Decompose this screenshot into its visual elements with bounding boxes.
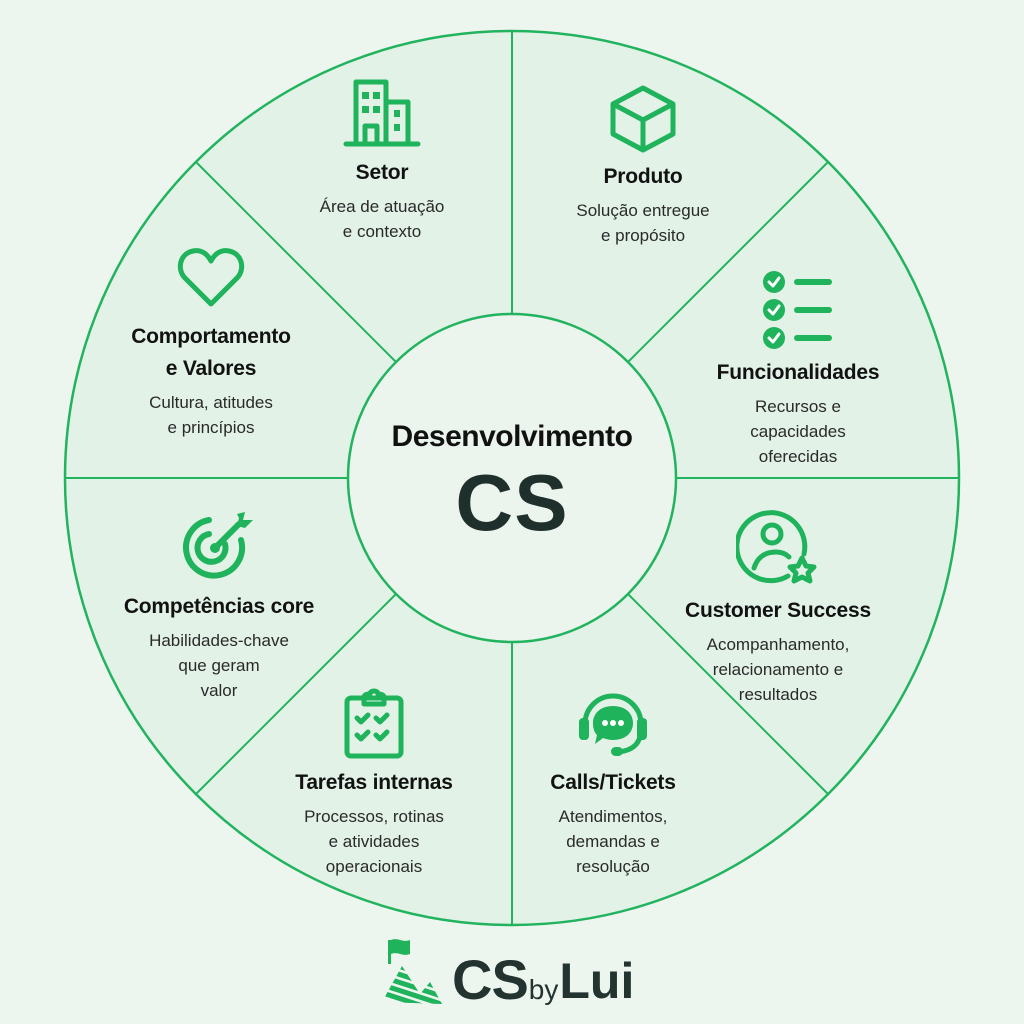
segment-description: Recursos e capacidades oferecidas [678, 394, 918, 469]
segment-tarefas-internas: Tarefas internas Processos, rotinas e at… [254, 688, 494, 879]
segment-title: Tarefas internas [254, 770, 494, 796]
title-line: Setor [355, 161, 409, 184]
desc-line: e princípios [167, 418, 255, 437]
segment-description: Habilidades-chave que geram valor [99, 628, 339, 703]
segment-calls-tickets: Calls/Tickets Atendimentos, demandas e r… [493, 688, 733, 879]
desc-line: oferecidas [758, 447, 838, 466]
title-line: Competências core [123, 595, 315, 618]
segment-competencias-core: Competências core Habilidades-chave que … [99, 508, 339, 703]
desc-line: que geram [178, 656, 260, 675]
desc-line: Acompanhamento, [706, 635, 850, 654]
title-line: Tarefas internas [295, 771, 453, 794]
mountain-flag-icon [382, 939, 442, 1004]
title-line: Calls/Tickets [550, 771, 676, 794]
user-star-icon [736, 510, 817, 584]
segment-description: Atendimentos, demandas e resolução [493, 804, 733, 879]
title-line: Funcionalidades [716, 361, 880, 384]
segment-title: Calls/Tickets [493, 770, 733, 796]
center-circle [346, 312, 678, 644]
target-icon [183, 512, 253, 579]
desc-line: resultados [738, 685, 818, 704]
brand-name-lui: Lui [559, 953, 635, 1009]
segment-description: Cultura, atitudes e princípios [91, 390, 331, 440]
desc-line: Habilidades-chave [149, 631, 289, 650]
segment-customer-success: Customer Success Acompanhamento, relacio… [658, 508, 898, 707]
desc-line: Processos, rotinas [304, 807, 444, 826]
center-label: Desenvolvimento CS [362, 420, 662, 548]
desc-line: Solução entregue [576, 201, 710, 220]
desc-line: e propósito [600, 226, 686, 245]
segment-setor: Setor Área de atuação e contexto [262, 78, 502, 244]
desc-line: Atendimentos, [558, 807, 668, 826]
title-line: Comportamento [131, 325, 291, 348]
brand-name-by: by [528, 974, 559, 1005]
desc-line: demandas e [566, 832, 660, 851]
segment-description: Acompanhamento, relacionamento e resulta… [658, 632, 898, 707]
desc-line: e contexto [342, 222, 422, 241]
title-line: Produto [603, 165, 683, 188]
segment-funcionalidades: Funcionalidades Recursos e capacidades o… [678, 266, 918, 469]
segment-title: Customer Success [658, 598, 898, 624]
desc-line: valor [200, 681, 238, 700]
desc-line: e atividades [328, 832, 420, 851]
segment-dividers [65, 31, 959, 925]
brand-logo: CS by Lui [380, 930, 634, 1010]
segment-title: Funcionalidades [678, 360, 918, 386]
segment-title: Produto [523, 164, 763, 190]
center-acronym: CS [455, 458, 569, 547]
desc-line: capacidades [750, 422, 846, 441]
title-line: Customer Success [685, 599, 871, 622]
brand-name-cs: CS [452, 948, 529, 1011]
desc-line: Recursos e [755, 397, 841, 416]
divider-top-right [627, 161, 829, 363]
segment-title: Comportamento e Valores [91, 324, 331, 382]
center-title: Desenvolvimento [391, 420, 633, 453]
segment-description: Processos, rotinas e atividades operacio… [254, 804, 494, 879]
desc-line: operacionais [325, 857, 423, 876]
title-line: e Valores [165, 357, 257, 380]
desc-line: Área de atuação [319, 197, 445, 216]
clipboard-check-icon [344, 688, 404, 759]
segment-title: Setor [262, 160, 502, 186]
box-icon [610, 85, 676, 153]
heart-icon [177, 248, 245, 307]
divider-bottom-left [195, 593, 397, 795]
headset-chat-icon [579, 693, 647, 756]
segment-comportamento-valores: Comportamento e Valores Cultura, atitude… [91, 244, 331, 440]
segment-description: Solução entregue e propósito [523, 198, 763, 248]
desc-line: Cultura, atitudes [149, 393, 273, 412]
segment-description: Área de atuação e contexto [262, 194, 502, 244]
divider-top-left [195, 161, 397, 363]
building-icon [343, 79, 421, 147]
desc-line: relacionamento e [712, 660, 844, 679]
checklist-icon [763, 271, 832, 349]
desc-line: resolução [576, 857, 650, 876]
segment-produto: Produto Solução entregue e propósito [523, 84, 763, 248]
segment-title: Competências core [99, 594, 339, 620]
divider-bottom-right [627, 593, 829, 795]
